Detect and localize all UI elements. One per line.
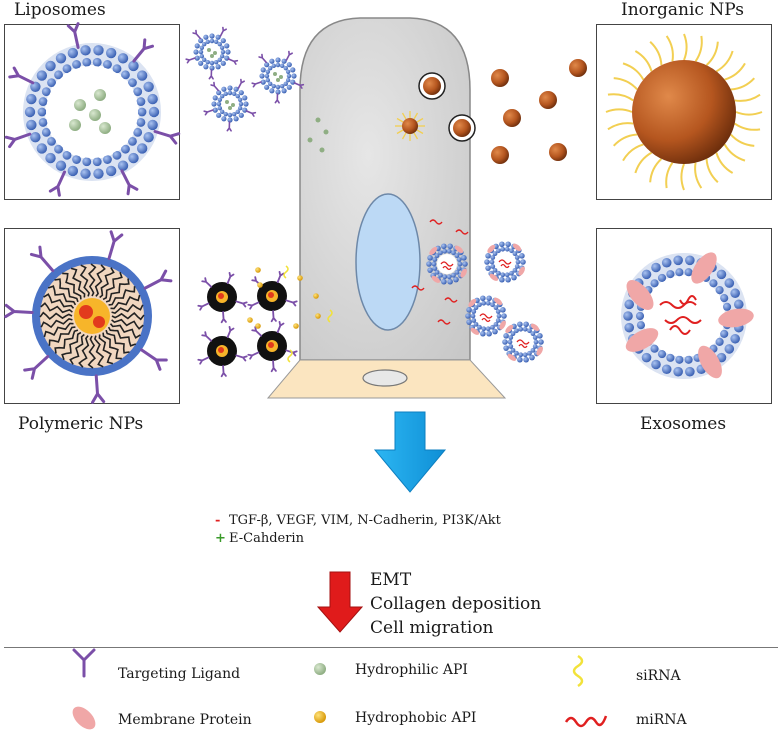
outcome-emt: EMT bbox=[370, 570, 412, 590]
nucleus bbox=[355, 193, 421, 331]
sirna-icon bbox=[572, 654, 584, 688]
legend-divider bbox=[4, 647, 778, 648]
mirna-icon bbox=[564, 715, 608, 728]
legend-hydrophilic-api: Hydrophilic API bbox=[355, 662, 468, 678]
cell bbox=[266, 17, 507, 399]
small-particles bbox=[185, 26, 587, 378]
exosomes-label: Exosomes bbox=[640, 414, 727, 434]
upregulated-list: E-Cahderin bbox=[229, 531, 304, 546]
downregulated-list: TGF-β, VEGF, VIM, N-Cadherin, PI3K/Akt bbox=[229, 513, 501, 528]
outcome-list: EMT Collagen deposition Cell migration bbox=[370, 568, 541, 640]
polymeric-nps-label: Polymeric NPs bbox=[18, 414, 144, 434]
targeting-ligand-icon bbox=[72, 648, 96, 678]
hydrophobic-api-icon bbox=[314, 711, 326, 723]
legend-targeting-ligand: Targeting Ligand bbox=[118, 666, 241, 682]
outcome-collagen: Collagen deposition bbox=[370, 594, 542, 614]
inorganic-nps-label: Inorganic NPs bbox=[621, 0, 744, 20]
outcome-migration: Cell migration bbox=[370, 618, 494, 638]
legend-hydrophobic-api: Hydrophobic API bbox=[355, 710, 477, 726]
legend-membrane-protein: Membrane Protein bbox=[118, 712, 252, 728]
legend-sirna: siRNA bbox=[636, 668, 681, 684]
liposome-large bbox=[4, 22, 181, 197]
upregulated-sign: + bbox=[215, 531, 226, 546]
downregulated-sign: - bbox=[215, 513, 221, 528]
hydrophilic-api-icon bbox=[314, 663, 326, 675]
exosome-large bbox=[621, 252, 754, 379]
blue-down-arrow bbox=[373, 411, 447, 493]
inorganic-np-large bbox=[605, 33, 763, 191]
cell-base-pore bbox=[362, 369, 408, 387]
polymeric-np-large bbox=[4, 230, 173, 404]
liposomes-label: Liposomes bbox=[14, 0, 106, 20]
legend-mirna: miRNA bbox=[636, 712, 687, 728]
red-down-arrow bbox=[316, 571, 364, 633]
membrane-protein-icon bbox=[72, 706, 96, 730]
molecular-effects: -TGF-β, VEGF, VIM, N-Cadherin, PI3K/Akt … bbox=[215, 512, 501, 548]
